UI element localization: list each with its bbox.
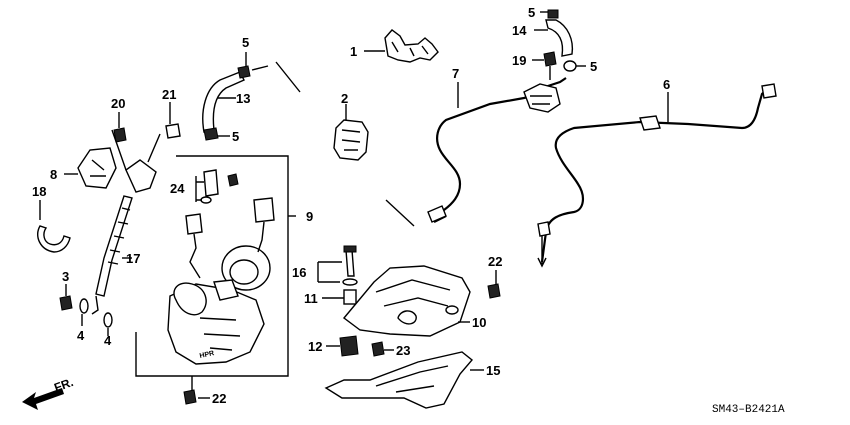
part-13-hose[interactable]	[202, 71, 245, 133]
diagram-code: SM43–B2421A	[712, 404, 785, 416]
callout-6: 6	[663, 77, 670, 92]
callout-22b: 22	[488, 254, 502, 269]
part-9-assembly[interactable]: HPR	[167, 197, 275, 365]
part-4a-washer[interactable]	[79, 298, 89, 314]
callout-17: 17	[126, 251, 140, 266]
clamp-5b[interactable]	[203, 127, 219, 141]
part-11-collar[interactable]	[343, 289, 357, 305]
callout-24: 24	[170, 181, 185, 196]
callout-4b: 4	[104, 333, 112, 348]
callout-3: 3	[62, 269, 69, 284]
part-9-bracket-line	[135, 155, 289, 377]
callout-5c: 5	[528, 5, 535, 20]
callout-5a: 5	[242, 35, 249, 50]
callout-5d: 5	[590, 59, 597, 74]
part-18-clip[interactable]	[36, 225, 71, 253]
part-16-bolt[interactable]	[342, 245, 358, 286]
callout-20: 20	[111, 96, 125, 111]
callout-14: 14	[512, 23, 527, 38]
svg-text:HPR: HPR	[199, 350, 215, 360]
part-14-hose[interactable]	[545, 19, 574, 57]
clamp-5d[interactable]	[563, 60, 577, 72]
callout-22a: 22	[212, 391, 226, 406]
callout-10: 10	[472, 315, 486, 330]
part-22b-bolt[interactable]	[487, 283, 501, 299]
callout-18: 18	[32, 184, 46, 199]
callout-7: 7	[452, 66, 459, 81]
front-arrow: FR.	[22, 375, 75, 410]
part-1-bracket[interactable]	[384, 29, 439, 63]
part-7-pipe[interactable]	[427, 77, 567, 223]
part-4b-washer[interactable]	[103, 312, 113, 328]
callout-16: 16	[292, 265, 306, 280]
callout-2: 2	[341, 91, 348, 106]
callout-9: 9	[306, 209, 313, 224]
callout-12: 12	[308, 339, 322, 354]
callout-8: 8	[50, 167, 57, 182]
part-3-bolt[interactable]	[59, 295, 73, 311]
callout-1: 1	[350, 44, 357, 59]
part-2-connector[interactable]	[333, 119, 369, 161]
part-12-bushing[interactable]	[339, 335, 359, 357]
callout-23: 23	[396, 343, 410, 358]
part-21-bolt[interactable]	[165, 123, 181, 139]
callout-19: 19	[512, 53, 526, 68]
callout-5b: 5	[232, 129, 239, 144]
part-23-bolt[interactable]	[371, 341, 385, 357]
part-15-bracket[interactable]	[324, 351, 474, 409]
part-24-vacuum-fitting[interactable]	[200, 169, 239, 204]
callout-11: 11	[304, 291, 318, 306]
callout-13: 13	[236, 91, 250, 106]
front-label: FR.	[52, 375, 75, 395]
part-10-bracket[interactable]	[342, 265, 471, 337]
part-8-bracket[interactable]	[77, 147, 117, 189]
part-19-bolt[interactable]	[543, 51, 557, 80]
part-17-hose[interactable]	[95, 159, 157, 297]
callout-4a: 4	[77, 328, 85, 343]
callout-15: 15	[486, 363, 500, 378]
callout-21: 21	[162, 87, 176, 102]
part-6-pipe[interactable]	[537, 83, 777, 268]
clamp-5c[interactable]	[547, 9, 559, 19]
clamp-5a[interactable]	[237, 65, 251, 79]
part-22a-bolt[interactable]	[183, 389, 197, 405]
